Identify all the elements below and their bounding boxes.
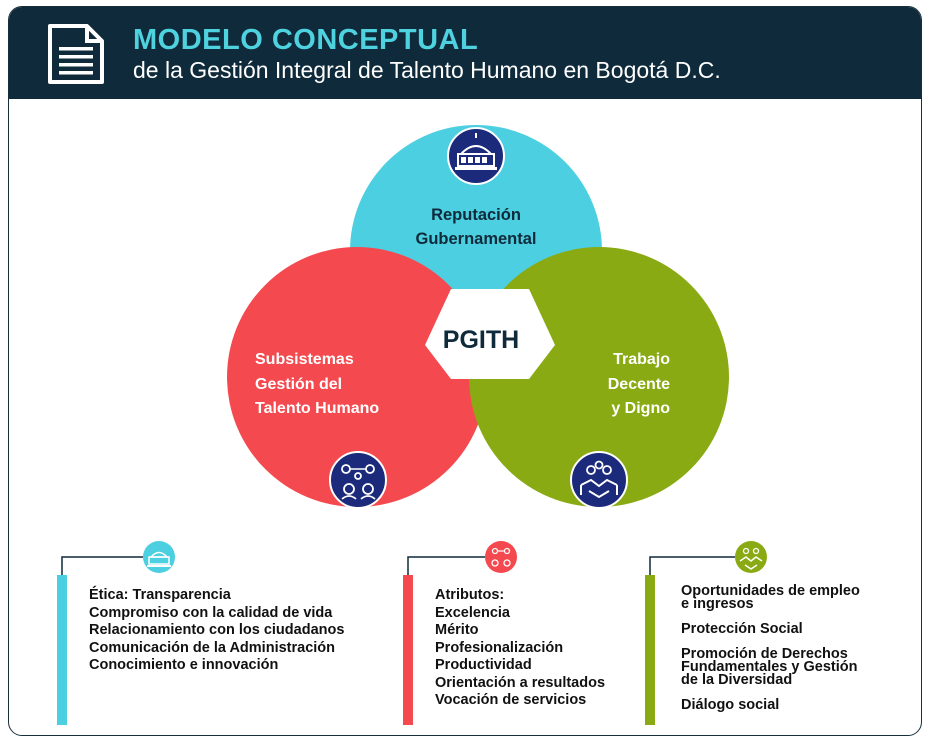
left-label-line3: Talento Humano: [255, 400, 379, 417]
col3-decoration: [645, 541, 767, 725]
list-item: Diálogo social: [681, 697, 780, 713]
people-network-icon: [329, 451, 387, 509]
list-item: Protección Social: [681, 621, 803, 637]
list-item: Fundamentales y Gestión: [681, 659, 858, 675]
list-item: Promoción de Derechos: [681, 646, 848, 662]
col1-list: Ética: Transparencia Compromiso con la c…: [89, 587, 344, 675]
col2-decoration: [403, 541, 517, 725]
document-icon: [48, 24, 104, 84]
list-item: de la Diversidad: [681, 672, 793, 688]
pgith-label: PGITH: [443, 326, 519, 354]
list-item: Vocación de servicios: [435, 692, 587, 708]
pgith-hexagon: [425, 289, 555, 379]
list-heading: Atributos:: [435, 587, 505, 603]
left-label-line2: Gestión del: [255, 376, 342, 393]
left-label-line1: Subsistemas: [255, 351, 354, 368]
list-item: Comunicación de la Administración: [89, 639, 336, 656]
list-item: Compromiso con la calidad de vida: [89, 604, 333, 621]
list-item: Oportunidades de empleo: [681, 583, 860, 599]
hr-subsystems-circle: [227, 247, 487, 507]
list-item: Relacionamiento con los ciudadanos: [89, 622, 345, 638]
right-label-line1: Trabajo: [613, 351, 670, 368]
right-label-line2: Decente: [608, 376, 670, 393]
handshake-group-icon: [570, 451, 628, 509]
top-label-line2: Gubernamental: [415, 230, 536, 248]
col2-list: Atributos: Excelencia Mérito Profesional…: [435, 587, 605, 710]
list-item: e ingresos: [681, 596, 754, 612]
header-banner: MODELO CONCEPTUAL de la Gestión Integral…: [9, 7, 921, 99]
venn-diagram: Reputación Gubernamental Subsistemas Ges…: [57, 125, 767, 725]
list-item: Profesionalización: [435, 639, 564, 656]
right-label-line3: y Digno: [611, 400, 670, 417]
list-item: Orientación a resultados: [435, 674, 606, 691]
list-item: Conocimiento e innovación: [89, 657, 279, 673]
list-item: Excelencia: [435, 604, 510, 621]
infographic-frame: MODELO CONCEPTUAL de la Gestión Integral…: [8, 6, 922, 736]
top-label-line1: Reputación: [431, 206, 521, 224]
col3-list: Oportunidades de empleo e ingresos Prote…: [681, 583, 860, 714]
government-building-icon: [447, 127, 505, 185]
list-item: Mérito: [435, 622, 479, 638]
list-item: Ética: Transparencia: [89, 587, 231, 603]
page-subtitle: de la Gestión Integral de Talento Humano…: [133, 57, 721, 83]
list-item: Productividad: [435, 657, 532, 673]
col1-decoration: [57, 541, 175, 725]
page-title: MODELO CONCEPTUAL: [133, 24, 479, 56]
